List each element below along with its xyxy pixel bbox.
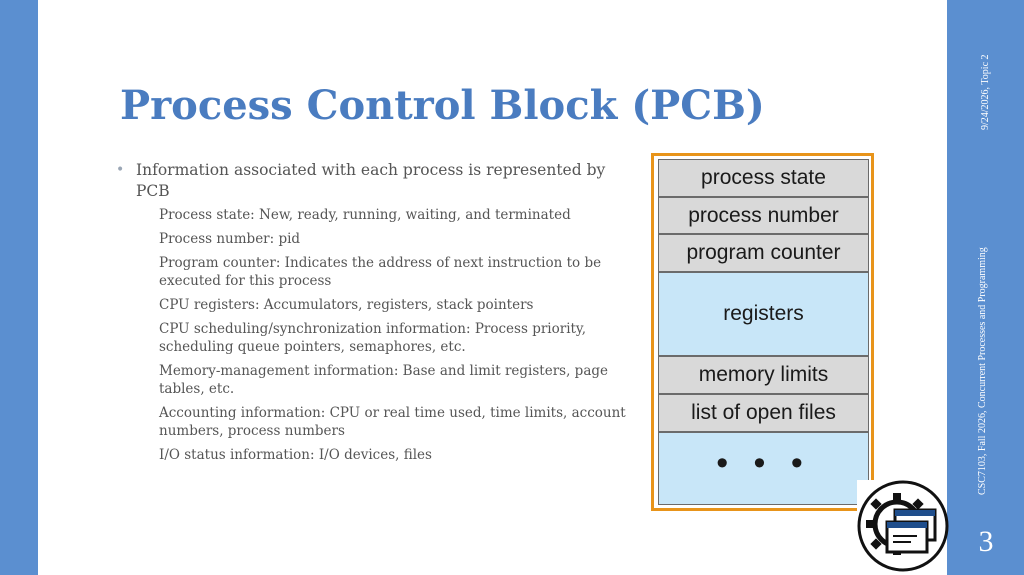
gear-windows-icon	[857, 480, 949, 572]
sub-bullet: Process number: pid	[116, 230, 636, 248]
sub-bullet-text: I/O status information: I/O devices, fil…	[159, 447, 432, 463]
sub-bullet-text: Memory-management information: Base and …	[159, 363, 609, 397]
pcb-cell-process-number: process number	[658, 197, 869, 234]
bullet-marker: •	[116, 162, 125, 178]
sub-bullet: I/O status information: I/O devices, fil…	[116, 446, 636, 464]
sub-bullet: Process state: New, ready, running, wait…	[116, 206, 636, 224]
sub-bullet: CPU scheduling/synchronization informati…	[116, 320, 636, 356]
slide-title: Process Control Block (PCB)	[120, 82, 765, 129]
sub-bullet: CPU registers: Accumulators, registers, …	[116, 296, 636, 314]
bullet-content: • Information associated with each proce…	[116, 160, 636, 470]
main-bullet-text: Information associated with each process…	[136, 161, 606, 200]
sub-bullet-text: CPU registers: Accumulators, registers, …	[159, 297, 534, 313]
sub-bullet: Program counter: Indicates the address o…	[116, 254, 636, 290]
sub-bullet-text: Program counter: Indicates the address o…	[159, 255, 602, 289]
main-bullet: • Information associated with each proce…	[116, 160, 636, 202]
sub-bullet: Accounting information: CPU or real time…	[116, 404, 636, 440]
pcb-cell-program-counter: program counter	[658, 234, 869, 272]
pcb-diagram: process state process number program cou…	[651, 153, 874, 511]
sub-bullet-text: Accounting information: CPU or real time…	[159, 405, 626, 439]
left-accent-bar	[0, 0, 38, 575]
slide-number: 3	[978, 525, 994, 558]
pcb-cell-open-files: list of open files	[658, 394, 869, 432]
slide-date: 9/24/2026, Topic 2	[980, 54, 991, 130]
pcb-cell-memory-limits: memory limits	[658, 356, 869, 394]
sub-bullet-text: Process state: New, ready, running, wait…	[159, 207, 571, 223]
sub-bullet: Memory-management information: Base and …	[116, 362, 636, 398]
sub-bullet-text: CPU scheduling/synchronization informati…	[159, 321, 587, 355]
right-accent-bar	[947, 0, 1024, 575]
sub-bullet-text: Process number: pid	[159, 231, 301, 247]
pcb-cell-process-state: process state	[658, 159, 869, 197]
course-footer: CSC7103, Fall 2026, Concurrent Processes…	[977, 247, 988, 495]
pcb-cell-ellipsis: • • •	[658, 432, 869, 505]
pcb-cell-registers: registers	[658, 272, 869, 356]
